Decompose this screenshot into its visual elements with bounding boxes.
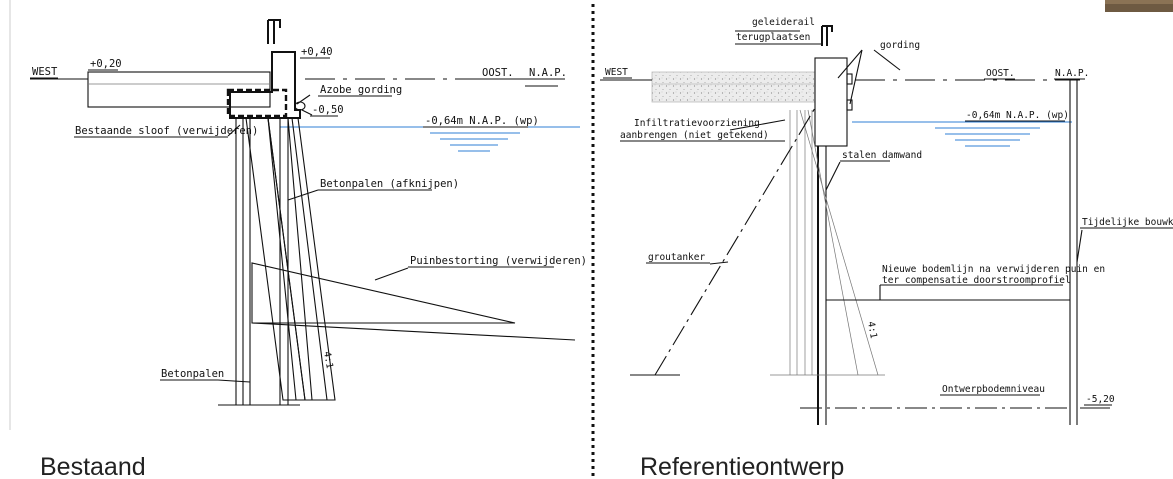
right-caption: Referentieontwerp xyxy=(640,453,844,479)
right-label-oost: OOST. xyxy=(986,68,1015,79)
right-label-infiltratie-2: aanbrengen (niet getekend) xyxy=(620,130,769,141)
left-pile-hatched-2 xyxy=(267,117,328,401)
left-label-sloof: Bestaande sloof (verwijderen) xyxy=(75,125,258,137)
right-concrete-slab xyxy=(651,71,816,103)
right-label-damwand: stalen damwand xyxy=(842,150,922,161)
left-label-azobe: Azobe gording xyxy=(320,84,402,96)
right-label-infiltratie-1: Infiltratievoorziening xyxy=(634,118,760,129)
left-label-level-top-right: +0,40 xyxy=(301,46,333,58)
left-label-m050: -0,50 xyxy=(312,104,344,116)
right-label-terugplaatsen: terugplaatsen xyxy=(736,32,810,43)
left-label-slope: 4:1 xyxy=(321,351,335,370)
right-label-nap: N.A.P. xyxy=(1055,68,1089,79)
left-label-west: WEST xyxy=(32,66,58,78)
left-label-oost: OOST. xyxy=(482,67,514,79)
right-rail xyxy=(821,25,833,46)
right-label-gording: gording xyxy=(880,40,920,51)
left-sloof xyxy=(226,88,288,118)
right-label-geleiderail: geleiderail xyxy=(752,17,815,28)
left-label-betonpalen: Betonpalen xyxy=(161,368,224,380)
left-panel: WEST +0,20 +0,40 Azobe gording -0,50 -0,… xyxy=(9,0,587,479)
right-label-m520: -5,20 xyxy=(1086,394,1115,405)
right-label-west: WEST xyxy=(605,67,628,78)
left-caption: Bestaand xyxy=(40,453,146,479)
right-panel: geleiderail terugplaatsen gording WEST O… xyxy=(600,0,1173,479)
left-label-nap: N.A.P. xyxy=(529,67,567,79)
left-rail xyxy=(267,19,281,44)
right-label-bodemlijn-1: Nieuwe bodemlijn na verwijderen puin en xyxy=(882,264,1105,275)
right-label-slope: 4:1 xyxy=(865,321,879,340)
right-ground-anchor xyxy=(654,107,816,376)
right-label-water-level: -0,64m N.A.P. (wp) xyxy=(966,110,1069,121)
right-label-groutanker: groutanker xyxy=(648,252,705,263)
left-label-level-top-left: +0,20 xyxy=(90,58,122,70)
left-label-water-level: -0,64m N.A.P. (wp) xyxy=(425,115,539,127)
left-label-puinbestorting: Puinbestorting (verwijderen) xyxy=(410,255,587,267)
left-capping-beam xyxy=(229,51,301,119)
right-label-bodemlijn-2: ter compensatie doorstroomprofiel xyxy=(882,275,1071,286)
right-steel-cap xyxy=(814,57,848,147)
right-label-ontwerpbodem: Ontwerpbodemniveau xyxy=(942,384,1045,395)
right-label-tijdelijke: Tijdelijke bouwkuip xyxy=(1082,217,1173,228)
left-rubble-triangle xyxy=(251,262,516,324)
left-pile-hatched-1 xyxy=(245,117,306,401)
left-label-betonpalen-afknijpen: Betonpalen (afknijpen) xyxy=(320,178,459,190)
